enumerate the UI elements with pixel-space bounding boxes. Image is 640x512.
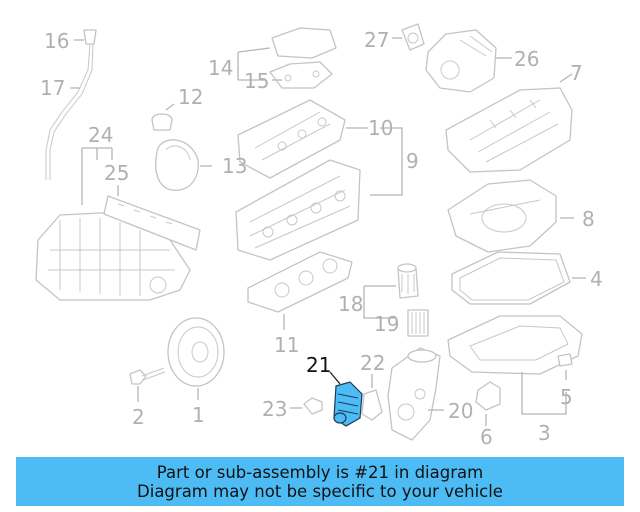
svg-text:5: 5 [560,385,573,409]
svg-text:25: 25 [104,161,129,185]
svg-text:16: 16 [44,29,69,53]
svg-text:22: 22 [360,351,385,375]
part-21-oil-cooler-highlighted [333,381,363,427]
svg-text:26: 26 [514,47,539,71]
part-oil-pan-gasket [451,251,571,305]
svg-text:27: 27 [364,28,389,52]
svg-text:14: 14 [208,56,233,80]
part-engine-block [445,87,573,173]
part-oil-pan [447,315,583,375]
svg-text:24: 24 [88,123,113,147]
svg-text:4: 4 [590,267,603,291]
engine-parts-diagram: 16 17 24 25 12 13 14 15 10 9 11 18 19 22… [35,23,603,449]
part-bolt-23 [303,397,323,415]
part-drain-plug [557,353,573,367]
svg-text:3: 3 [538,421,551,445]
callout-labels: 16 17 24 25 12 13 14 15 10 9 11 18 19 22… [40,28,603,449]
svg-text:1: 1 [192,403,205,427]
part-filter-housing [387,347,441,441]
svg-text:20: 20 [448,399,473,423]
part-head-gasket [247,251,353,313]
svg-text:12: 12 [178,85,203,109]
svg-text:23: 23 [262,397,287,421]
svg-text:11: 11 [274,333,299,357]
svg-text:18: 18 [338,292,363,316]
part-timing-cover [151,113,199,191]
svg-text:2: 2 [132,405,145,429]
part-cylinder-head [235,159,361,261]
part-dipstick [45,29,97,180]
svg-text:9: 9 [406,149,419,173]
svg-text:19: 19 [374,312,399,336]
svg-text:8: 8 [582,207,595,231]
part-gasket-22 [361,389,383,421]
callout-21-highlighted: 21 [306,353,331,377]
part-intake-manifold [35,195,201,301]
part-crank-pulley [167,317,225,387]
svg-text:13: 13 [222,154,247,178]
svg-text:6: 6 [480,425,493,449]
svg-text:15: 15 [244,69,269,93]
banner-line-2: Diagram may not be specific to your vehi… [137,481,503,501]
part-valve-cover [237,99,346,179]
part-cover-upper [269,27,337,89]
part-vacuum-pump [401,23,497,93]
svg-text:10: 10 [368,116,393,140]
banner-line-1: Part or sub-assembly is #21 in diagram [156,462,484,482]
part-bedplate [447,179,557,253]
svg-text:7: 7 [570,61,583,85]
info-banner: Part or sub-assembly is #21 in diagram D… [16,457,624,506]
part-oil-filter [397,263,429,337]
svg-text:17: 17 [40,76,65,100]
part-mount [475,381,501,411]
part-pulley-bolt [129,367,166,385]
